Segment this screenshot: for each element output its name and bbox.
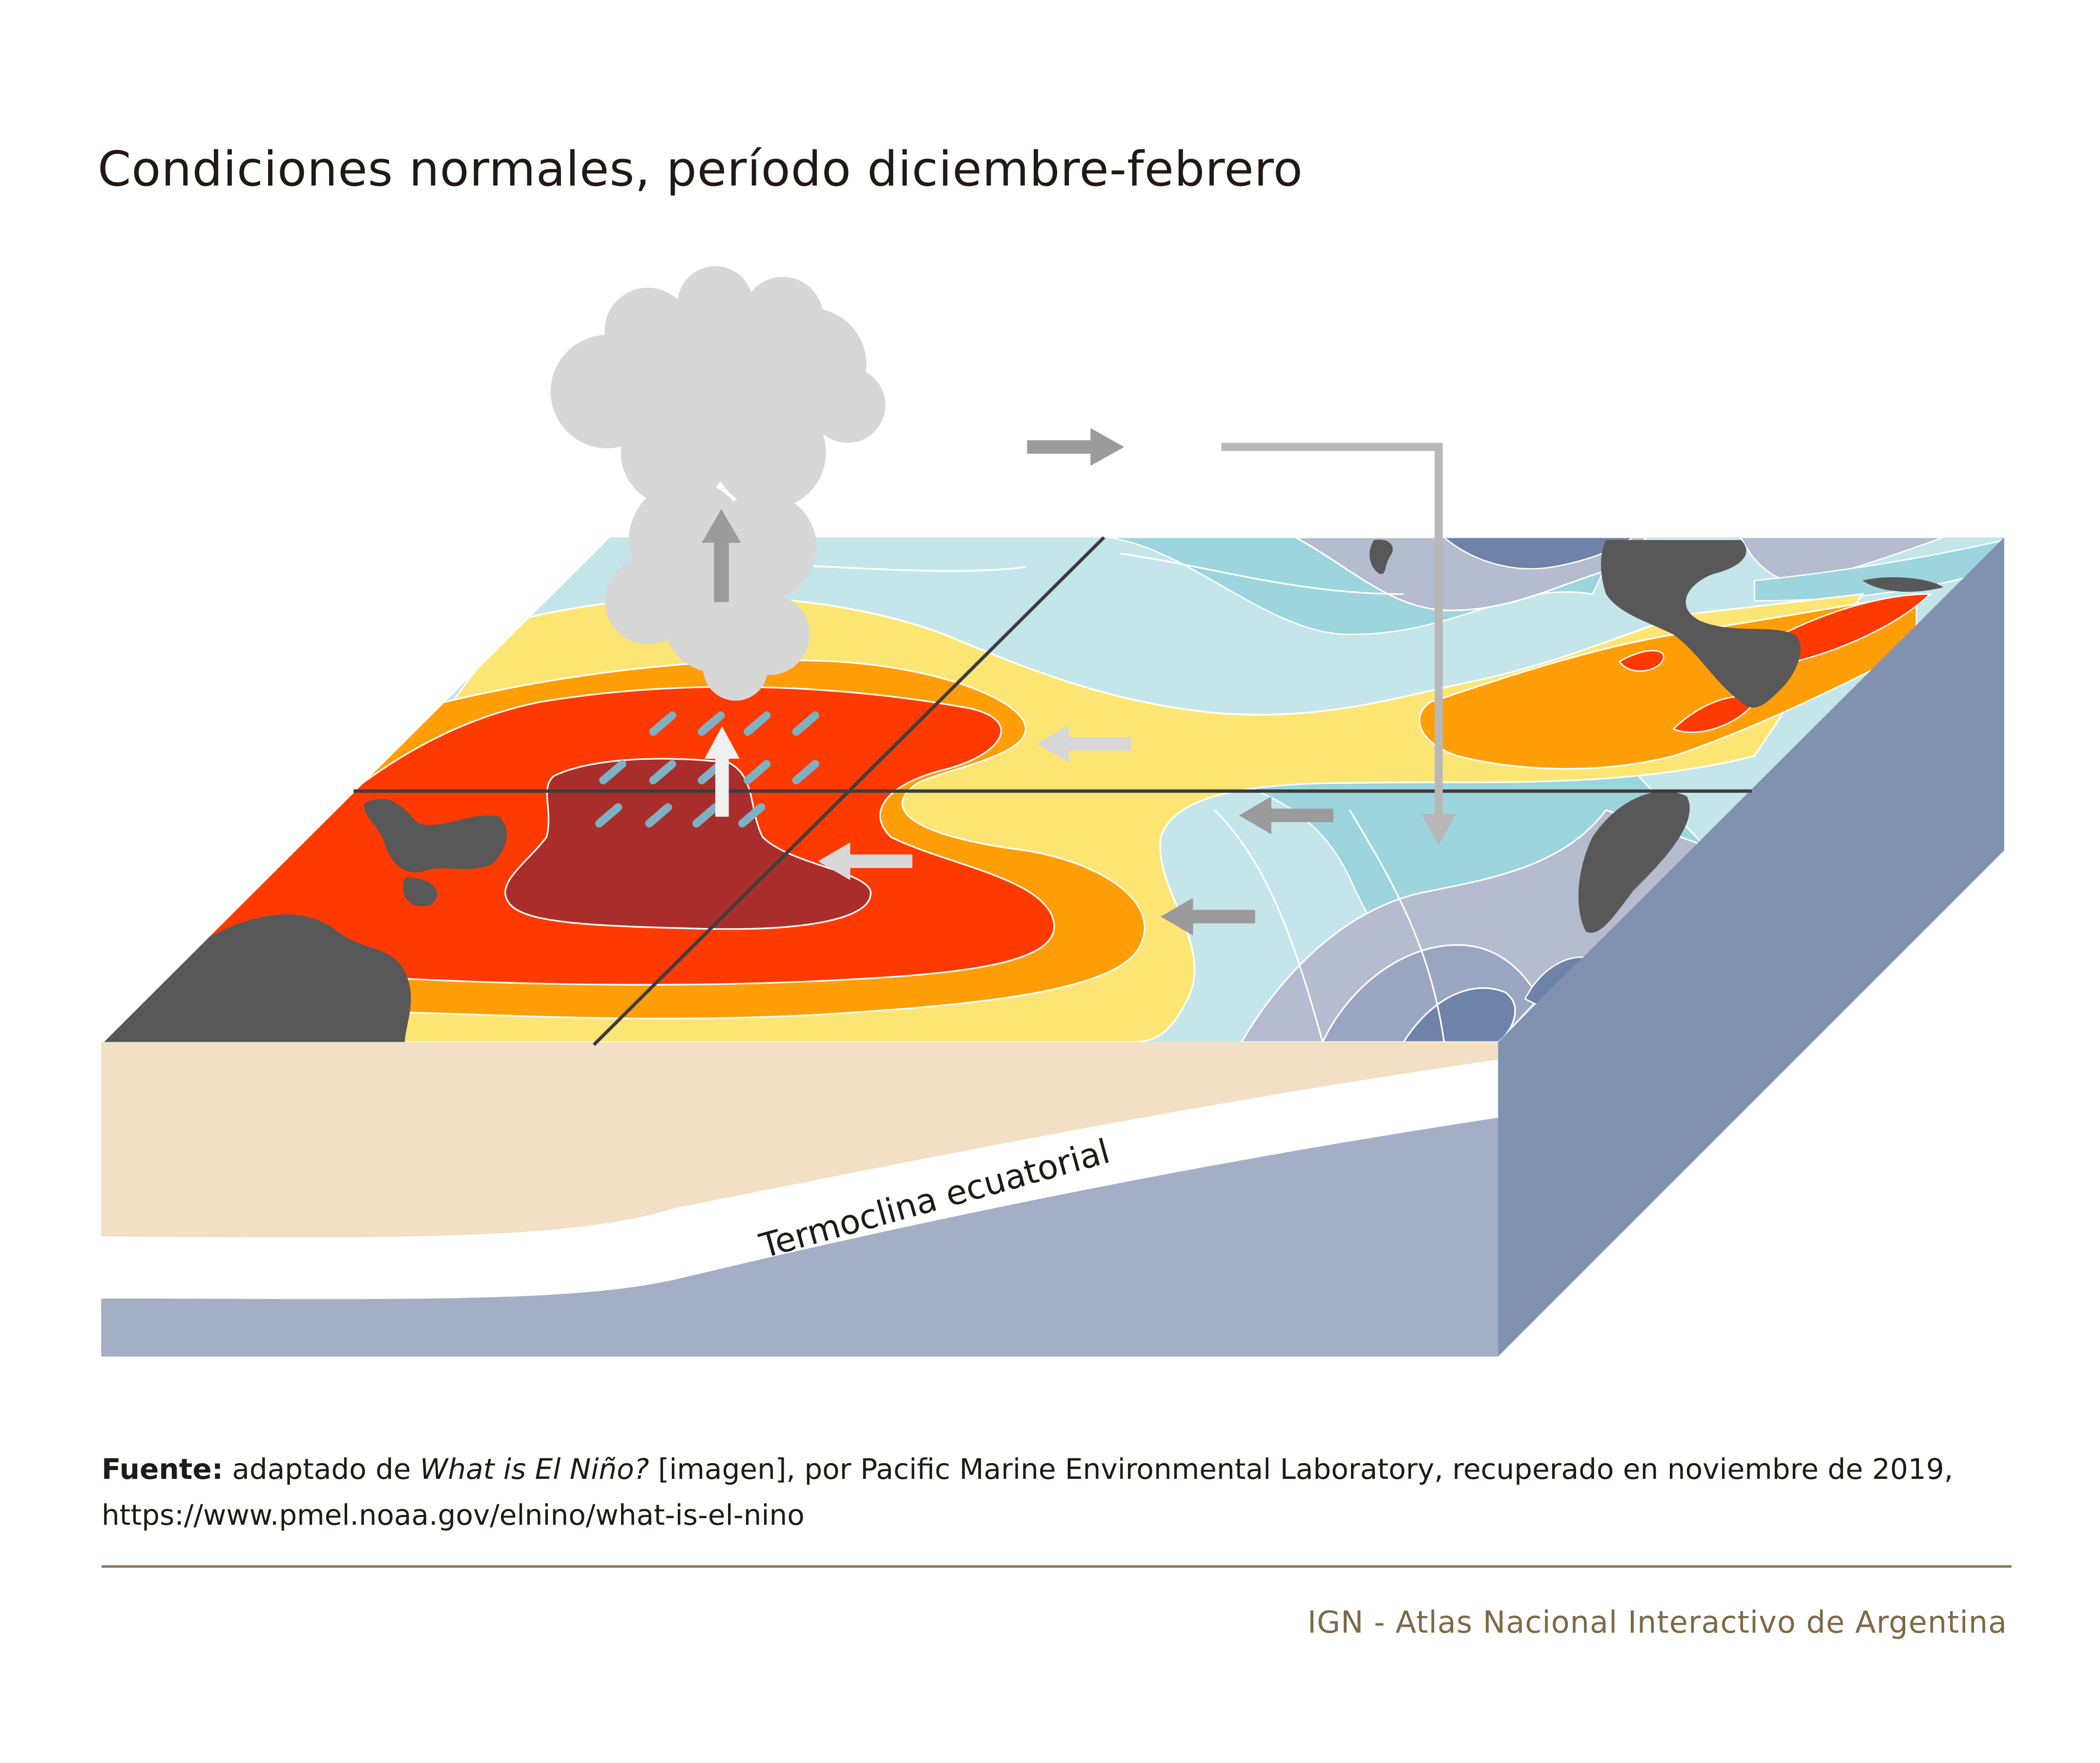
central-america-landmass: [1601, 540, 1801, 708]
dateline-line: [592, 536, 1105, 1046]
convection-up-arrow: [704, 726, 740, 817]
upper-air-east-arrow: [1027, 428, 1124, 466]
deep-ocean-layer: [101, 1118, 1498, 1357]
very-hot-zone: [504, 758, 872, 930]
australia-landmass: [104, 914, 411, 1042]
footer-divider: [102, 1565, 2012, 1568]
descending-air-arrowhead: [1421, 814, 1456, 845]
hot-zone: [1780, 593, 1932, 663]
thermocline-band: [101, 1059, 1498, 1299]
convection-cloud: [550, 266, 886, 701]
source-url[interactable]: https://www.pmel.noaa.gov/elnino/what-is…: [102, 1498, 805, 1532]
block-side-face: [1498, 537, 2004, 1357]
circulation-arrows: [702, 428, 1456, 936]
source-line-1: Fuente: adaptado de What is El Niño? [im…: [102, 1446, 1953, 1492]
rain-drops: [595, 711, 819, 828]
indonesia-landmass: [364, 799, 507, 872]
source-text-before: adaptado de: [223, 1452, 420, 1486]
descending-air-arrow: [1221, 443, 1443, 817]
trade-wind-arrow: [818, 842, 913, 880]
page-title: Condiciones normales, período diciembre-…: [98, 142, 1303, 197]
very-cold-zone: [1402, 987, 1516, 1042]
ocean-cross-section: Termoclina ecuatorial: [101, 1042, 1498, 1357]
trade-wind-arrow: [1036, 725, 1131, 763]
source-note: Fuente: adaptado de What is El Niño? [im…: [102, 1446, 1953, 1538]
trade-wind-arrow: [1161, 897, 1255, 936]
trade-wind-arrow: [1239, 796, 1333, 834]
rising-air-arrow: [702, 509, 741, 602]
source-text-after: [imagen], por Pacific Marine Environment…: [649, 1452, 1954, 1486]
north-america-island: [1370, 539, 1393, 574]
caribbean-island: [1862, 577, 1944, 592]
source-work-title: What is El Niño?: [420, 1452, 649, 1486]
source-label: Fuente:: [102, 1452, 223, 1486]
hot-zone: [1619, 650, 1664, 672]
footer-credit: IGN - Atlas Nacional Interactivo de Arge…: [1307, 1604, 2007, 1640]
south-america-landmass: [1578, 791, 1690, 933]
asia-coast: [403, 877, 437, 907]
